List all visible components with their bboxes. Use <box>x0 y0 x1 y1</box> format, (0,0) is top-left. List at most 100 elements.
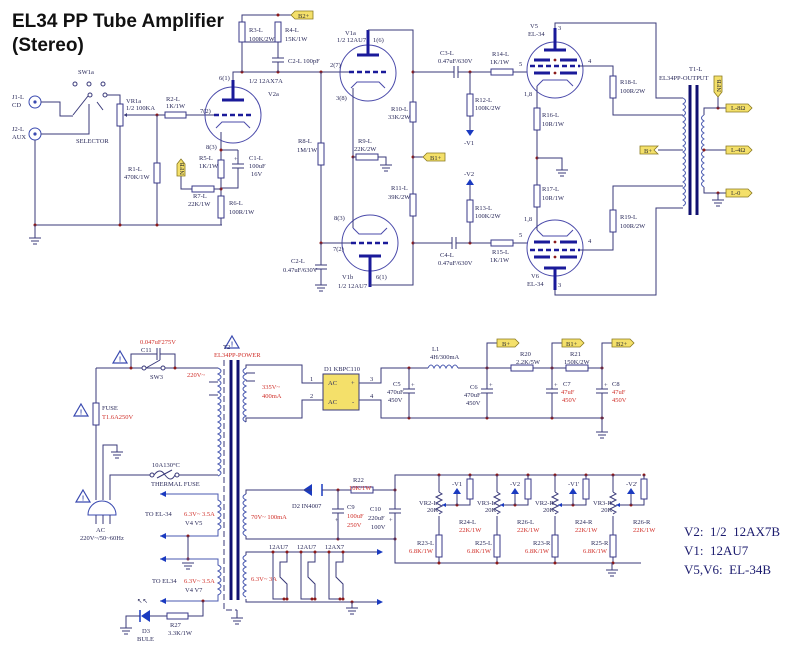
r20-value: 2.2K/5W <box>516 359 541 366</box>
c4-ref: C4-L <box>440 252 454 259</box>
legend-line-v5-v6: V5,V6: EL-34B <box>684 562 772 577</box>
bias-bottom-resistor <box>435 534 443 558</box>
c6-value: 470uF <box>464 392 481 399</box>
r15-value: 1K/1W <box>490 257 510 264</box>
t1-ref: T1-L <box>689 66 702 73</box>
c3-value: 0.47uF/630V <box>438 58 473 65</box>
d1-pin-3: 3 <box>370 376 373 383</box>
fuse <box>92 402 100 426</box>
psu-b1-text: B1+ <box>566 341 578 348</box>
v2a-cathode-pin: 8(3) <box>206 144 217 151</box>
c1-value: 100uF <box>249 163 266 170</box>
diode-d2-icon <box>303 484 322 496</box>
fuse-ref: FUSE <box>102 405 118 412</box>
r27-ref: R27 <box>170 622 182 629</box>
r1-resistor <box>153 162 161 184</box>
fuse-value: T1.6A250V <box>102 414 134 421</box>
heater-filaments: 12AU7 12AU7 12AX7 <box>269 544 383 615</box>
volume-ref: VR1a <box>126 98 141 105</box>
power-transformer: T2 EL34PP-POWER TO EL-34 6.3V~ 3.5A V4 V… <box>119 344 370 643</box>
bias-trim-pot[interactable] <box>434 491 444 515</box>
bias-bottom-resistor <box>551 534 559 558</box>
c5-ref: C5 <box>393 381 401 388</box>
bias-trim-pot[interactable] <box>492 491 502 515</box>
bias-pot-ref: VR3-R <box>593 500 612 507</box>
warning-icon <box>73 403 89 418</box>
c1-voltage: 16V <box>251 171 263 178</box>
c6-voltage: 450V <box>466 400 481 407</box>
thermal-fuse-label: THERMAL FUSE <box>151 481 200 488</box>
bias-trim-pot[interactable] <box>608 491 618 515</box>
r4-ref: R4-L <box>285 27 299 34</box>
out-0-tag[interactable] <box>725 188 753 198</box>
d1-minus: - <box>352 399 354 406</box>
v6-pin-1-8: 1,8 <box>524 216 532 223</box>
bridge-rectifier-d1 <box>322 373 360 411</box>
r9-resistor <box>355 153 379 161</box>
bias-top-resistor <box>524 478 532 500</box>
heater1-tubes: V4 V5 <box>185 520 202 527</box>
d1-ac-2: AC <box>328 399 337 406</box>
c3-ref: C3-L <box>440 50 454 57</box>
c1-ref: C1-L <box>249 155 263 162</box>
bias-output-label: -V1 <box>452 481 462 488</box>
d2-ref: D2 IN4007 <box>292 503 322 510</box>
v5-pin-1-8: 1,8 <box>524 91 532 98</box>
out-0-text: L-0 <box>731 190 740 197</box>
svg-text:+: + <box>489 382 493 389</box>
c8-value: 47uF <box>612 389 626 396</box>
r1-value: 470K/1W <box>124 174 151 181</box>
rectifier-filter: D1 KBPC110 1 2 3 4 AC AC + - + C5 470uF … <box>310 338 635 439</box>
thermal-fuse-rating: 10A130°C <box>152 462 180 469</box>
schematic-title: EL34 PP Tube Amplifier (Stereo) <box>12 10 224 58</box>
bias-v1-arrow-icon <box>466 130 474 136</box>
svg-text:+: + <box>335 517 339 524</box>
heater2-rating: 6.3V~ 3.5A <box>184 578 215 585</box>
r12-ref: R12-L <box>475 97 492 104</box>
bias-pot-value: 20K <box>543 507 555 514</box>
bias-top-resistor <box>466 478 474 500</box>
bias-channel: -V1' VR2-R 20K R24-R 22K/1W R23-R 6.8K/1… <box>525 473 598 565</box>
bplus-tag-text: B+ <box>644 148 652 155</box>
r7-resistor <box>191 185 215 193</box>
c2-ref: C2-L 100pF <box>288 58 320 65</box>
bias-trim-pot[interactable] <box>550 491 560 515</box>
v1a-cathode-pin: 3(8) <box>336 95 347 102</box>
v1b-cathode-pin: 8(3) <box>334 215 345 222</box>
r27-value: 3.3K/1W <box>168 630 193 637</box>
c11-ref: C11 <box>141 347 152 354</box>
bias-supply: D2 IN4007 + C9 100uF 250V R22 10K/1W + C… <box>292 474 641 564</box>
heater-filament: 12AX7 <box>325 544 345 601</box>
r10-ref: R10-L <box>391 106 408 113</box>
r16-ref: R16-L <box>542 112 559 119</box>
b2-tag-text: B2+ <box>298 13 310 20</box>
r27-resistor <box>166 612 189 620</box>
d3-ref: D3 <box>142 628 150 635</box>
bias-pot-ref: VR2-R <box>535 500 554 507</box>
bias-network: -V1 VR2-L 20K R24-L 22K/1W R23-L 6.8K/1W… <box>409 473 656 577</box>
v5-pin-5: 5 <box>519 61 522 68</box>
heater2-to: TO EL34 <box>152 578 177 585</box>
volume-pot[interactable] <box>116 103 124 127</box>
bias-bottom-ref: R25-R <box>591 540 609 547</box>
c1-plus: + <box>234 156 238 163</box>
c7-voltage: 450V <box>562 397 577 404</box>
sw3-switch[interactable] <box>145 359 161 369</box>
c7-ref: C7 <box>563 381 571 388</box>
primary-voltage: 220V~ <box>187 372 205 379</box>
bias-output-label: -V2' <box>626 481 637 488</box>
selector-switch-lever[interactable] <box>72 95 89 116</box>
d1-ref: D1 KBPC110 <box>324 366 360 373</box>
d1-pin-2: 2 <box>310 393 313 400</box>
c2l-ref: C2-L <box>291 258 305 265</box>
v2a-type: 1/2 12AX7A <box>249 78 283 85</box>
bias-pot-ref: VR3-L <box>477 500 495 507</box>
nfb-output-tag <box>713 75 723 98</box>
c4-value: 0.47uF/630V <box>438 260 473 267</box>
out-4ohm-tag[interactable] <box>725 145 753 155</box>
bias-v1-label: -V1 <box>464 140 474 147</box>
b1-tag-text: B1+ <box>430 155 442 162</box>
v1a-plate-pin: 1(6) <box>373 37 384 44</box>
v6-type: EL-34 <box>527 281 544 288</box>
out-8ohm-tag[interactable] <box>725 103 753 113</box>
